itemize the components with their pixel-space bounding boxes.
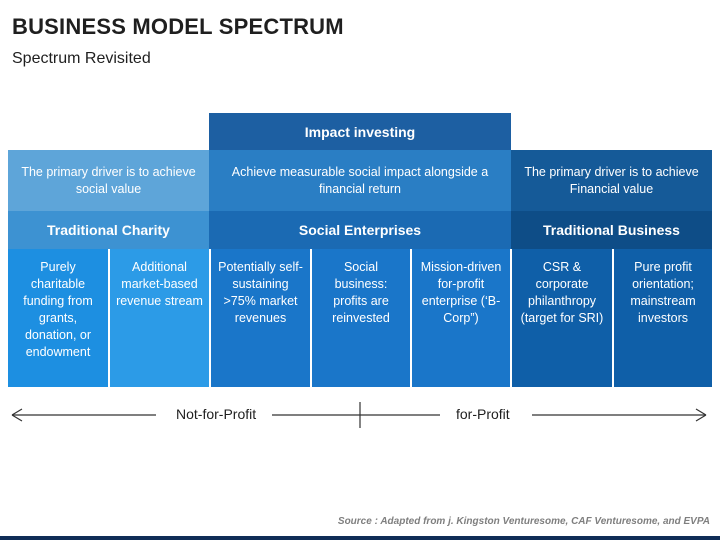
not-for-profit-label: Not-for-Profit bbox=[176, 406, 257, 422]
cell-social-business: Social business: profits are reinvested bbox=[312, 249, 410, 387]
bottom-bar bbox=[0, 536, 720, 540]
cell-self-sustaining: Potentially self-sustaining >75% market … bbox=[211, 249, 310, 387]
source-note: Source : Adapted from j. Kingston Ventur… bbox=[337, 516, 710, 527]
cell-purely-charitable: Purely charitable funding from grants, d… bbox=[8, 249, 108, 387]
arrow-left-icon bbox=[11, 408, 23, 422]
arrow-right-icon bbox=[695, 408, 707, 422]
cell-mission-driven: Mission-driven for-profit enterprise (‘B… bbox=[412, 249, 510, 387]
category-traditional-charity: Traditional Charity bbox=[8, 211, 209, 249]
cell-market-based-revenue: Additional market-based revenue stream bbox=[110, 249, 209, 387]
business-description: The primary driver is to achieve Financi… bbox=[511, 150, 712, 211]
cell-csr-philanthropy: CSR & corporate philanthropy (target for… bbox=[512, 249, 612, 387]
page-title: BUSINESS MODEL SPECTRUM bbox=[12, 14, 344, 39]
for-profit-label: for-Profit bbox=[456, 406, 510, 422]
page-subtitle: Spectrum Revisited bbox=[12, 50, 151, 67]
charity-description: The primary driver is to achieve social … bbox=[8, 150, 209, 211]
social-enterprise-description: Achieve measurable social impact alongsi… bbox=[209, 150, 511, 211]
category-social-enterprises: Social Enterprises bbox=[209, 211, 511, 249]
profit-axis bbox=[11, 402, 707, 428]
impact-investing-header: Impact investing bbox=[209, 113, 511, 150]
category-traditional-business: Traditional Business bbox=[511, 211, 712, 249]
cell-pure-profit: Pure profit orientation; mainstream inve… bbox=[614, 249, 712, 387]
